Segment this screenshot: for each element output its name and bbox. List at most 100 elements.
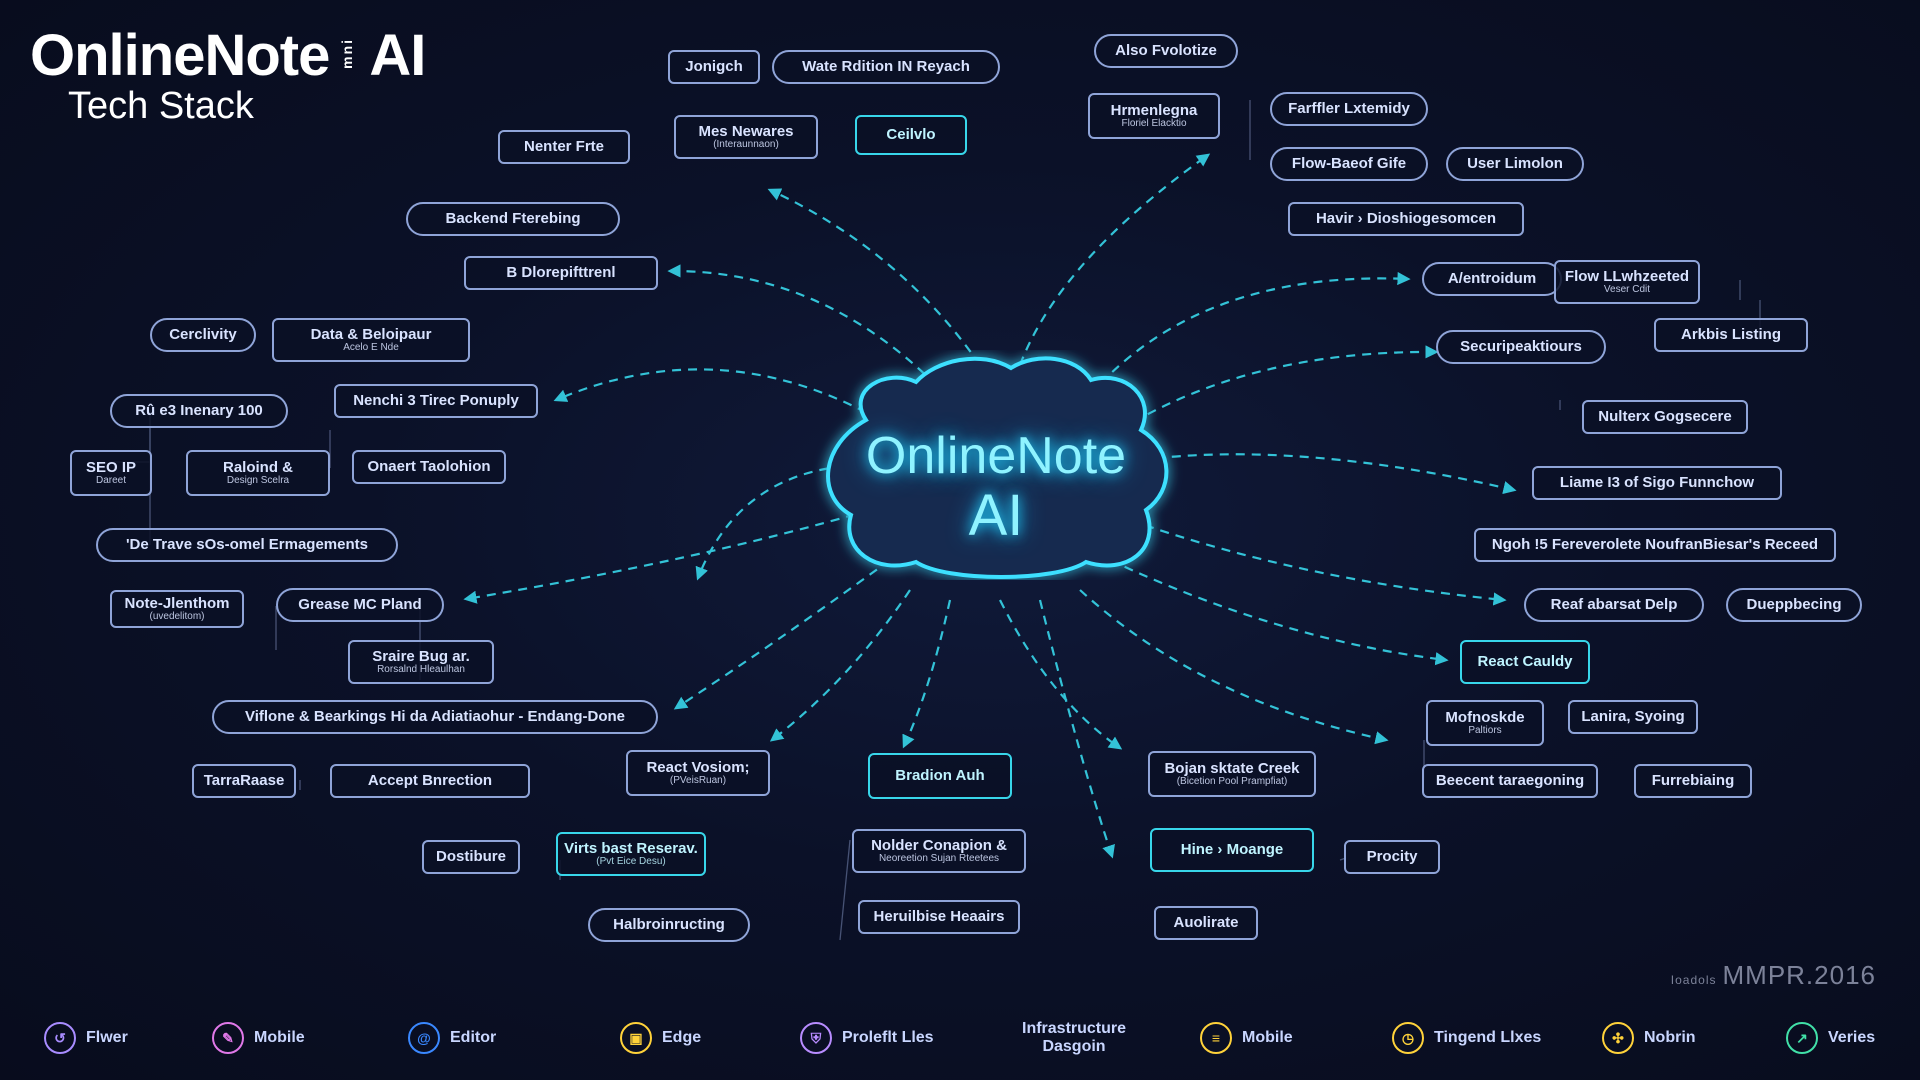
tech-node[interactable]: Mes Newares(Interaunnaon) xyxy=(674,115,818,159)
tech-node[interactable]: Ngoh !5 Fereverolete NoufranBiesar's Rec… xyxy=(1474,528,1836,562)
clock-icon: ◷ xyxy=(1392,1022,1424,1054)
tech-node[interactable]: Also Fvolotize xyxy=(1094,34,1238,68)
tech-node[interactable]: Reaf abarsat Delp xyxy=(1524,588,1704,622)
tech-node[interactable]: Heruilbise Heaairs xyxy=(858,900,1020,934)
tech-node[interactable]: Nolder Conapion &Neoreetion Sujan Rteete… xyxy=(852,829,1026,873)
tech-node[interactable]: Auolirate xyxy=(1154,906,1258,940)
tech-node[interactable]: Accept Bnrection xyxy=(330,764,530,798)
tech-node-label: Arkbis Listing xyxy=(1680,326,1781,344)
bottom-bar-item[interactable]: ▣Edge xyxy=(620,1010,701,1066)
tech-node[interactable]: Jonigch xyxy=(668,50,760,84)
tech-node[interactable]: Nenchi 3 Tirec Ponuply xyxy=(334,384,538,418)
tech-node[interactable]: React Vosiom;(PVeisRuan) xyxy=(626,750,770,796)
tech-node-label: Hrmenlegna xyxy=(1110,101,1198,119)
connector-line xyxy=(767,188,981,366)
tech-node[interactable]: Sraire Bug ar.Rorsalnd Hleaulhan xyxy=(348,640,494,684)
tech-node[interactable]: Lanira, Syoing xyxy=(1568,700,1698,734)
tech-node-label: Viflone & Bearkings Hi da Adiatiaohur - … xyxy=(244,708,626,726)
tech-node[interactable]: Havir › Dioshiogesomcen xyxy=(1288,202,1524,236)
tech-node-sublabel: Rorsalnd Hleaulhan xyxy=(377,663,465,675)
tech-node[interactable]: Ceilvlo xyxy=(855,115,967,155)
tech-node[interactable]: A/entroidum xyxy=(1422,262,1562,296)
tech-node-sublabel: (Bicetion Pool Prampfiat) xyxy=(1176,775,1288,787)
tech-node-label: Data & Beloipaur xyxy=(310,325,432,343)
tech-node[interactable]: Backend Fterebing xyxy=(406,202,620,236)
tech-node[interactable]: Nenter Frte xyxy=(498,130,630,164)
tech-node[interactable]: User Limolon xyxy=(1446,147,1584,181)
bottom-bar-item[interactable]: @ Editor xyxy=(408,1010,496,1066)
tech-node-label: Farffler Lxtemidy xyxy=(1288,100,1410,118)
shield-icon: ⛨ xyxy=(800,1022,832,1054)
tech-node[interactable]: Farffler Lxtemidy xyxy=(1270,92,1428,126)
tech-node[interactable]: Nulterx Gogsecere xyxy=(1582,400,1748,434)
watermark-small: Ioadols xyxy=(1670,973,1717,987)
tech-node[interactable]: Cerclivity xyxy=(150,318,256,352)
tech-node[interactable]: TarraRaase xyxy=(192,764,296,798)
tech-node[interactable]: Halbroinructing xyxy=(588,908,750,942)
bottom-bar-item[interactable]: ≡Mobile xyxy=(1200,1010,1293,1066)
tech-node[interactable]: Dueppbecing xyxy=(1726,588,1862,622)
page-title: OnlineNote ᴉuɯ AI xyxy=(30,22,426,89)
bottom-bar-item[interactable]: ↗Veries xyxy=(1786,1010,1875,1066)
spiral-icon: @ xyxy=(408,1022,440,1054)
tech-node-label: Flow LLwhzeeted xyxy=(1564,267,1690,285)
tech-node-sublabel: Dareet xyxy=(95,474,126,486)
tech-node-sublabel: Floriel Elacktio xyxy=(1121,117,1187,129)
tech-node-label: Ngoh !5 Fereverolete NoufranBiesar's Rec… xyxy=(1491,536,1819,554)
tech-node[interactable]: Dostibure xyxy=(422,840,520,874)
bottom-bar-label: Editor xyxy=(450,1029,496,1047)
swirl-icon: ↺ xyxy=(44,1022,76,1054)
bottom-bar-label: Edge xyxy=(662,1029,701,1047)
tech-node-label: Heruilbise Heaairs xyxy=(873,908,1005,926)
connector-line xyxy=(1139,453,1517,495)
tech-node[interactable]: Procity xyxy=(1344,840,1440,874)
title-suffix: AI xyxy=(369,23,426,88)
bottom-bar-item[interactable]: ◷ Tingend Llxes xyxy=(1392,1010,1541,1066)
tech-node[interactable]: Bojan sktate Creek(Bicetion Pool Prampfi… xyxy=(1148,751,1316,797)
bottom-bar-item[interactable]: ✎Mobile xyxy=(212,1010,305,1066)
tech-node[interactable]: Rû e3 Inenary 100 xyxy=(110,394,288,428)
bottom-bar-item[interactable]: ✣Nobrin xyxy=(1602,1010,1696,1066)
tech-node[interactable]: Grease MC Pland xyxy=(276,588,444,622)
hub-cloud[interactable]: OnlineNote AI xyxy=(806,350,1186,580)
tech-node[interactable]: Securipeaktiours xyxy=(1436,330,1606,364)
tech-node[interactable]: B Dlorepifttrenl xyxy=(464,256,658,290)
tech-node-label: Furrebiaing xyxy=(1651,772,1735,790)
tech-node[interactable]: 'De Trave sOs-omel Ermagements xyxy=(96,528,398,562)
tech-node-sublabel: Neoreetion Sujan Rteetees xyxy=(878,852,1000,864)
tech-node[interactable]: Furrebiaing xyxy=(1634,764,1752,798)
tech-node[interactable]: Viflone & Bearkings Hi da Adiatiaohur - … xyxy=(212,700,658,734)
tech-node[interactable]: Hine › Moange xyxy=(1150,828,1314,872)
tech-node[interactable]: Bradion Auh xyxy=(868,753,1012,799)
tech-node-sublabel: Design Scelra xyxy=(226,474,290,486)
tech-node[interactable]: Wate Rdition IN Reyach xyxy=(772,50,1000,84)
tech-node-sublabel: (uvedelitom) xyxy=(149,610,205,622)
connector-line xyxy=(1109,559,1449,666)
connector-line xyxy=(769,589,911,742)
bottom-bar-label-line: Edge xyxy=(662,1029,702,1047)
tech-node[interactable]: Arkbis Listing xyxy=(1654,318,1808,352)
tech-node[interactable]: Note-Jlenthom(uvedelitom) xyxy=(110,590,244,628)
tech-node-label: Nenchi 3 Tirec Ponuply xyxy=(353,392,519,410)
tech-node[interactable]: Virts bast Reserav.(Pvt Eice Desu) xyxy=(556,832,706,876)
bottom-bar-label-line: Tingend Llxes xyxy=(1434,1029,1542,1047)
tech-node[interactable]: Onaert Taolohion xyxy=(352,450,506,484)
tech-node[interactable]: React Cauldy xyxy=(1460,640,1590,684)
bottom-bar-item[interactable]: ⛨Proleflt Lles xyxy=(800,1010,934,1066)
trend-arrow-icon: ↗ xyxy=(1786,1022,1818,1054)
tech-node[interactable]: Raloind &Design Scelra xyxy=(186,450,330,496)
tech-node[interactable]: Flow-Baeof Gife xyxy=(1270,147,1428,181)
tech-node-label: Sraire Bug ar. xyxy=(372,647,470,665)
tech-node[interactable]: Beecent taraegoning xyxy=(1422,764,1598,798)
tech-node[interactable]: Liame I3 of Sigo Funnchow xyxy=(1532,466,1782,500)
tech-node-sublabel: Veser Cdit xyxy=(1603,283,1651,295)
connector-line xyxy=(667,264,937,386)
bottom-bar-item[interactable]: ↺Flwer xyxy=(44,1010,128,1066)
